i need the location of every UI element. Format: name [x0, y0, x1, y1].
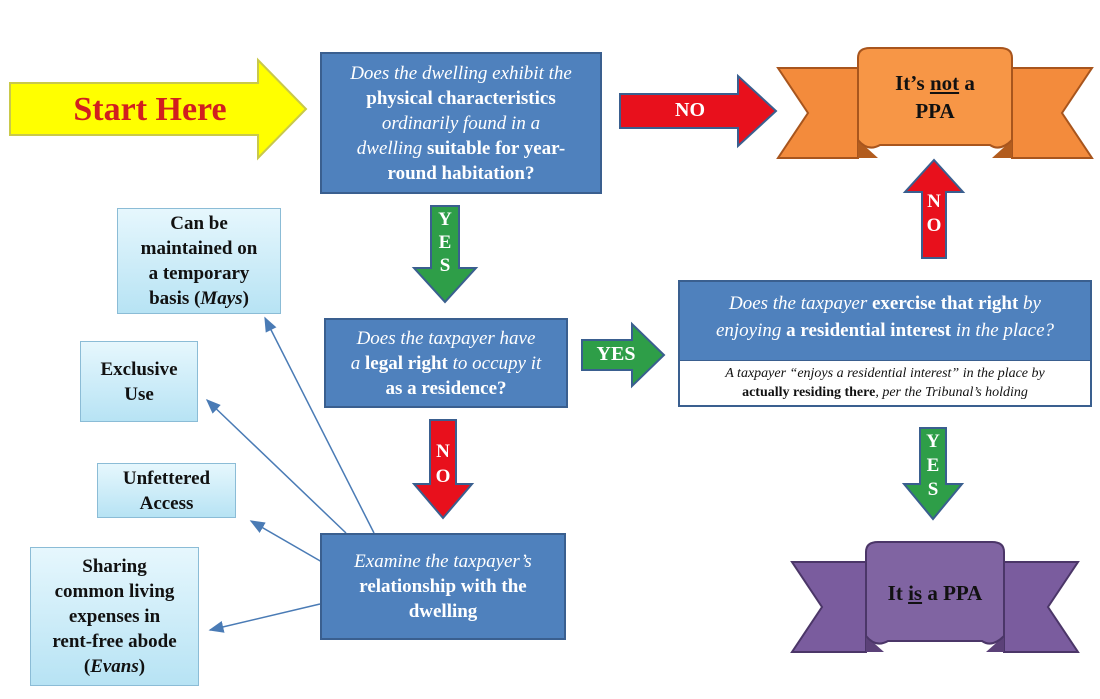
- f1-line3: a temporary: [148, 263, 250, 284]
- is-ppa-label: It is a PPA: [868, 560, 1002, 626]
- is-ppa-banner: [790, 541, 1080, 653]
- q2-line3: as a residence?: [385, 377, 507, 399]
- f4-line4: rent-free abode: [52, 631, 177, 652]
- no-arrow-up: [902, 158, 966, 259]
- start-text: Start Here: [73, 91, 227, 128]
- start-arrow: [9, 57, 308, 161]
- yes2-e: E: [926, 455, 940, 476]
- f4-line5a: (: [83, 656, 91, 677]
- yes-right-label: YES: [596, 343, 636, 365]
- f1-line2: maintained on: [140, 238, 258, 259]
- question-legal-right: Does the taxpayer have a legal right to …: [324, 318, 568, 408]
- no-down-label: N O: [430, 439, 456, 489]
- f3-line1: Unfettered: [122, 467, 211, 489]
- holding-note: A taxpayer “enjoys a residential interes…: [680, 360, 1090, 405]
- q1-line4a: dwelling: [356, 137, 423, 159]
- factor-unfettered-access: Unfettered Access: [97, 463, 236, 518]
- question-physical-characteristics: Does the dwelling exhibit the physical c…: [320, 52, 602, 194]
- q3-line2a: enjoying: [715, 320, 782, 341]
- q1-line1: Does the dwelling exhibit the: [350, 62, 572, 84]
- f2-line2: Use: [124, 383, 154, 405]
- yes-arrow-right: [581, 321, 666, 389]
- q1-line2: physical characteristics: [366, 87, 556, 109]
- q2-line2a: a: [350, 352, 361, 374]
- factor-temporary-basis: Can be maintained on a temporary basis (…: [117, 208, 281, 314]
- no-up-label: N O: [922, 190, 946, 238]
- not-ppa-not: not: [929, 71, 960, 95]
- is-ppa-a: It: [887, 580, 903, 605]
- yes-arrow-down-2: [901, 427, 965, 521]
- not-ppa-d: PPA: [915, 99, 955, 123]
- question-exercise-right: Does the taxpayer exercise that right by…: [678, 280, 1092, 407]
- note-line2a: actually residing there: [742, 385, 876, 400]
- q3-line1b: exercise that right: [871, 293, 1019, 314]
- q1-line4b: suitable for year-: [426, 137, 566, 159]
- examine-line3: dwelling: [408, 601, 478, 622]
- factor-connectors: [205, 316, 375, 633]
- note-line2b: , per the Tribunal’s holding: [875, 385, 1028, 400]
- no-arrow-down: [411, 419, 475, 520]
- f1-line1: Can be: [170, 213, 228, 234]
- factor-exclusive-use: Exclusive Use: [80, 341, 198, 422]
- is-ppa-c: a PPA: [927, 580, 983, 605]
- f1-line4c: ): [242, 288, 249, 309]
- yes-down-1-label: Y E S: [431, 208, 459, 277]
- f3-line2: Access: [139, 492, 194, 514]
- q3-line1c: by: [1023, 293, 1041, 314]
- yes2-s: S: [927, 479, 939, 500]
- not-ppa-label: It’s not a PPA: [860, 62, 1010, 132]
- q2-line2b: legal right: [365, 352, 448, 374]
- f4-line2: common living: [54, 581, 175, 602]
- yes1-e: E: [438, 232, 452, 253]
- examine-line2: relationship with the: [359, 576, 527, 597]
- factor-sharing-expenses: Sharing common living expenses in rent-f…: [30, 547, 199, 686]
- no-down-o: O: [435, 466, 451, 487]
- yes1-s: S: [439, 255, 451, 276]
- q3-line1a: Does the taxpayer: [728, 293, 868, 314]
- no-up-o: O: [926, 215, 942, 236]
- q1-line3: ordinarily found in a: [381, 112, 541, 134]
- yes1-y: Y: [438, 209, 452, 230]
- not-ppa-a: It’s: [895, 71, 925, 95]
- yes-down-2-label: Y E S: [920, 430, 946, 502]
- is-ppa-is: is: [908, 580, 923, 605]
- f4-line5b: Evans: [90, 656, 139, 677]
- yes2-y: Y: [926, 431, 940, 452]
- f4-line1: Sharing: [82, 556, 147, 577]
- f4-line3: expenses in: [68, 606, 161, 627]
- no-up-n: N: [927, 191, 941, 212]
- note-line1: A taxpayer “enjoys a residential interes…: [725, 366, 1045, 381]
- q3-line2c: in the place?: [955, 320, 1055, 341]
- f1-line4b: Mays: [200, 288, 243, 309]
- q2-line1: Does the taxpayer have: [356, 327, 536, 349]
- f4-line5c: ): [138, 656, 146, 677]
- examine-line1: Examine the taxpayer’s: [354, 551, 532, 572]
- q2-line2c: to occupy it: [452, 352, 542, 374]
- not-ppa-banner: [776, 47, 1094, 159]
- no-right-label: NO: [675, 99, 705, 121]
- no-down-n: N: [436, 441, 450, 462]
- not-ppa-c: a: [964, 71, 975, 95]
- q1-line5: round habitation?: [387, 162, 535, 184]
- yes-arrow-down-1: [411, 205, 479, 304]
- start-label: Start Here: [40, 85, 260, 135]
- f2-line1: Exclusive: [100, 358, 178, 380]
- no-arrow-right: [619, 73, 778, 149]
- examine-relationship-box: Examine the taxpayer’s relationship with…: [320, 533, 566, 640]
- f1-line4a: basis (: [149, 288, 201, 309]
- q3-line2b: a residential interest: [786, 320, 952, 341]
